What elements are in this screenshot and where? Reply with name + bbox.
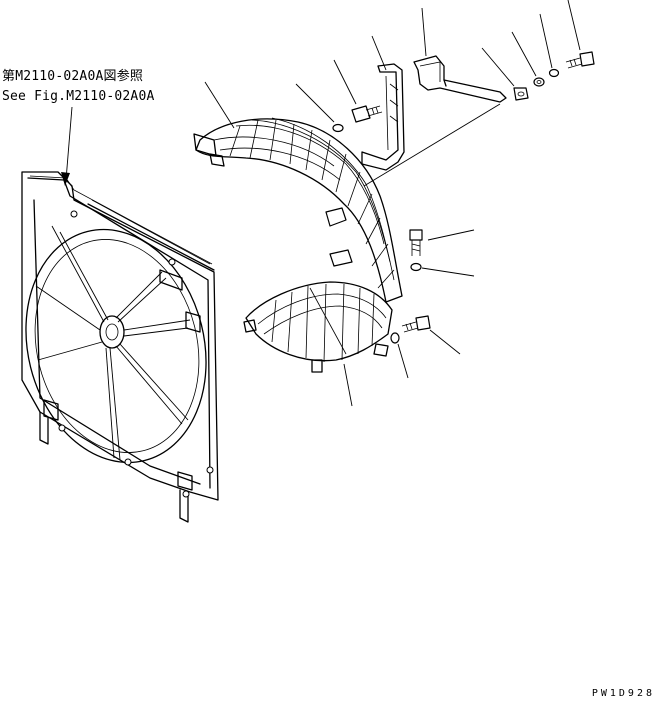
drawing-code: PW1D928 bbox=[591, 688, 655, 699]
upper-stay bbox=[413, 55, 507, 103]
washer-middle-right bbox=[410, 262, 422, 272]
reference-note-japanese: 第M2110-02A0A図参照 bbox=[2, 69, 144, 84]
upper-bracket bbox=[361, 63, 405, 171]
lower-fan-guard bbox=[243, 281, 393, 373]
radiator-fan-frame bbox=[21, 171, 219, 523]
bolt-upper-left bbox=[351, 105, 383, 123]
bolt-lower-right bbox=[401, 315, 431, 333]
reference-arrow bbox=[61, 106, 73, 186]
washer-upper-left bbox=[332, 123, 344, 133]
nut-upper bbox=[513, 87, 529, 101]
upper-fan-guard bbox=[193, 117, 403, 303]
leader-lines bbox=[204, 0, 581, 407]
washer-upper-1 bbox=[533, 77, 545, 87]
washer-upper-2 bbox=[548, 68, 560, 78]
reference-note-english: See Fig.M2110-02A0A bbox=[2, 89, 155, 104]
bolt-upper-right bbox=[565, 51, 595, 69]
bolt-middle-right bbox=[409, 229, 423, 256]
washer-lower-right bbox=[390, 332, 400, 344]
